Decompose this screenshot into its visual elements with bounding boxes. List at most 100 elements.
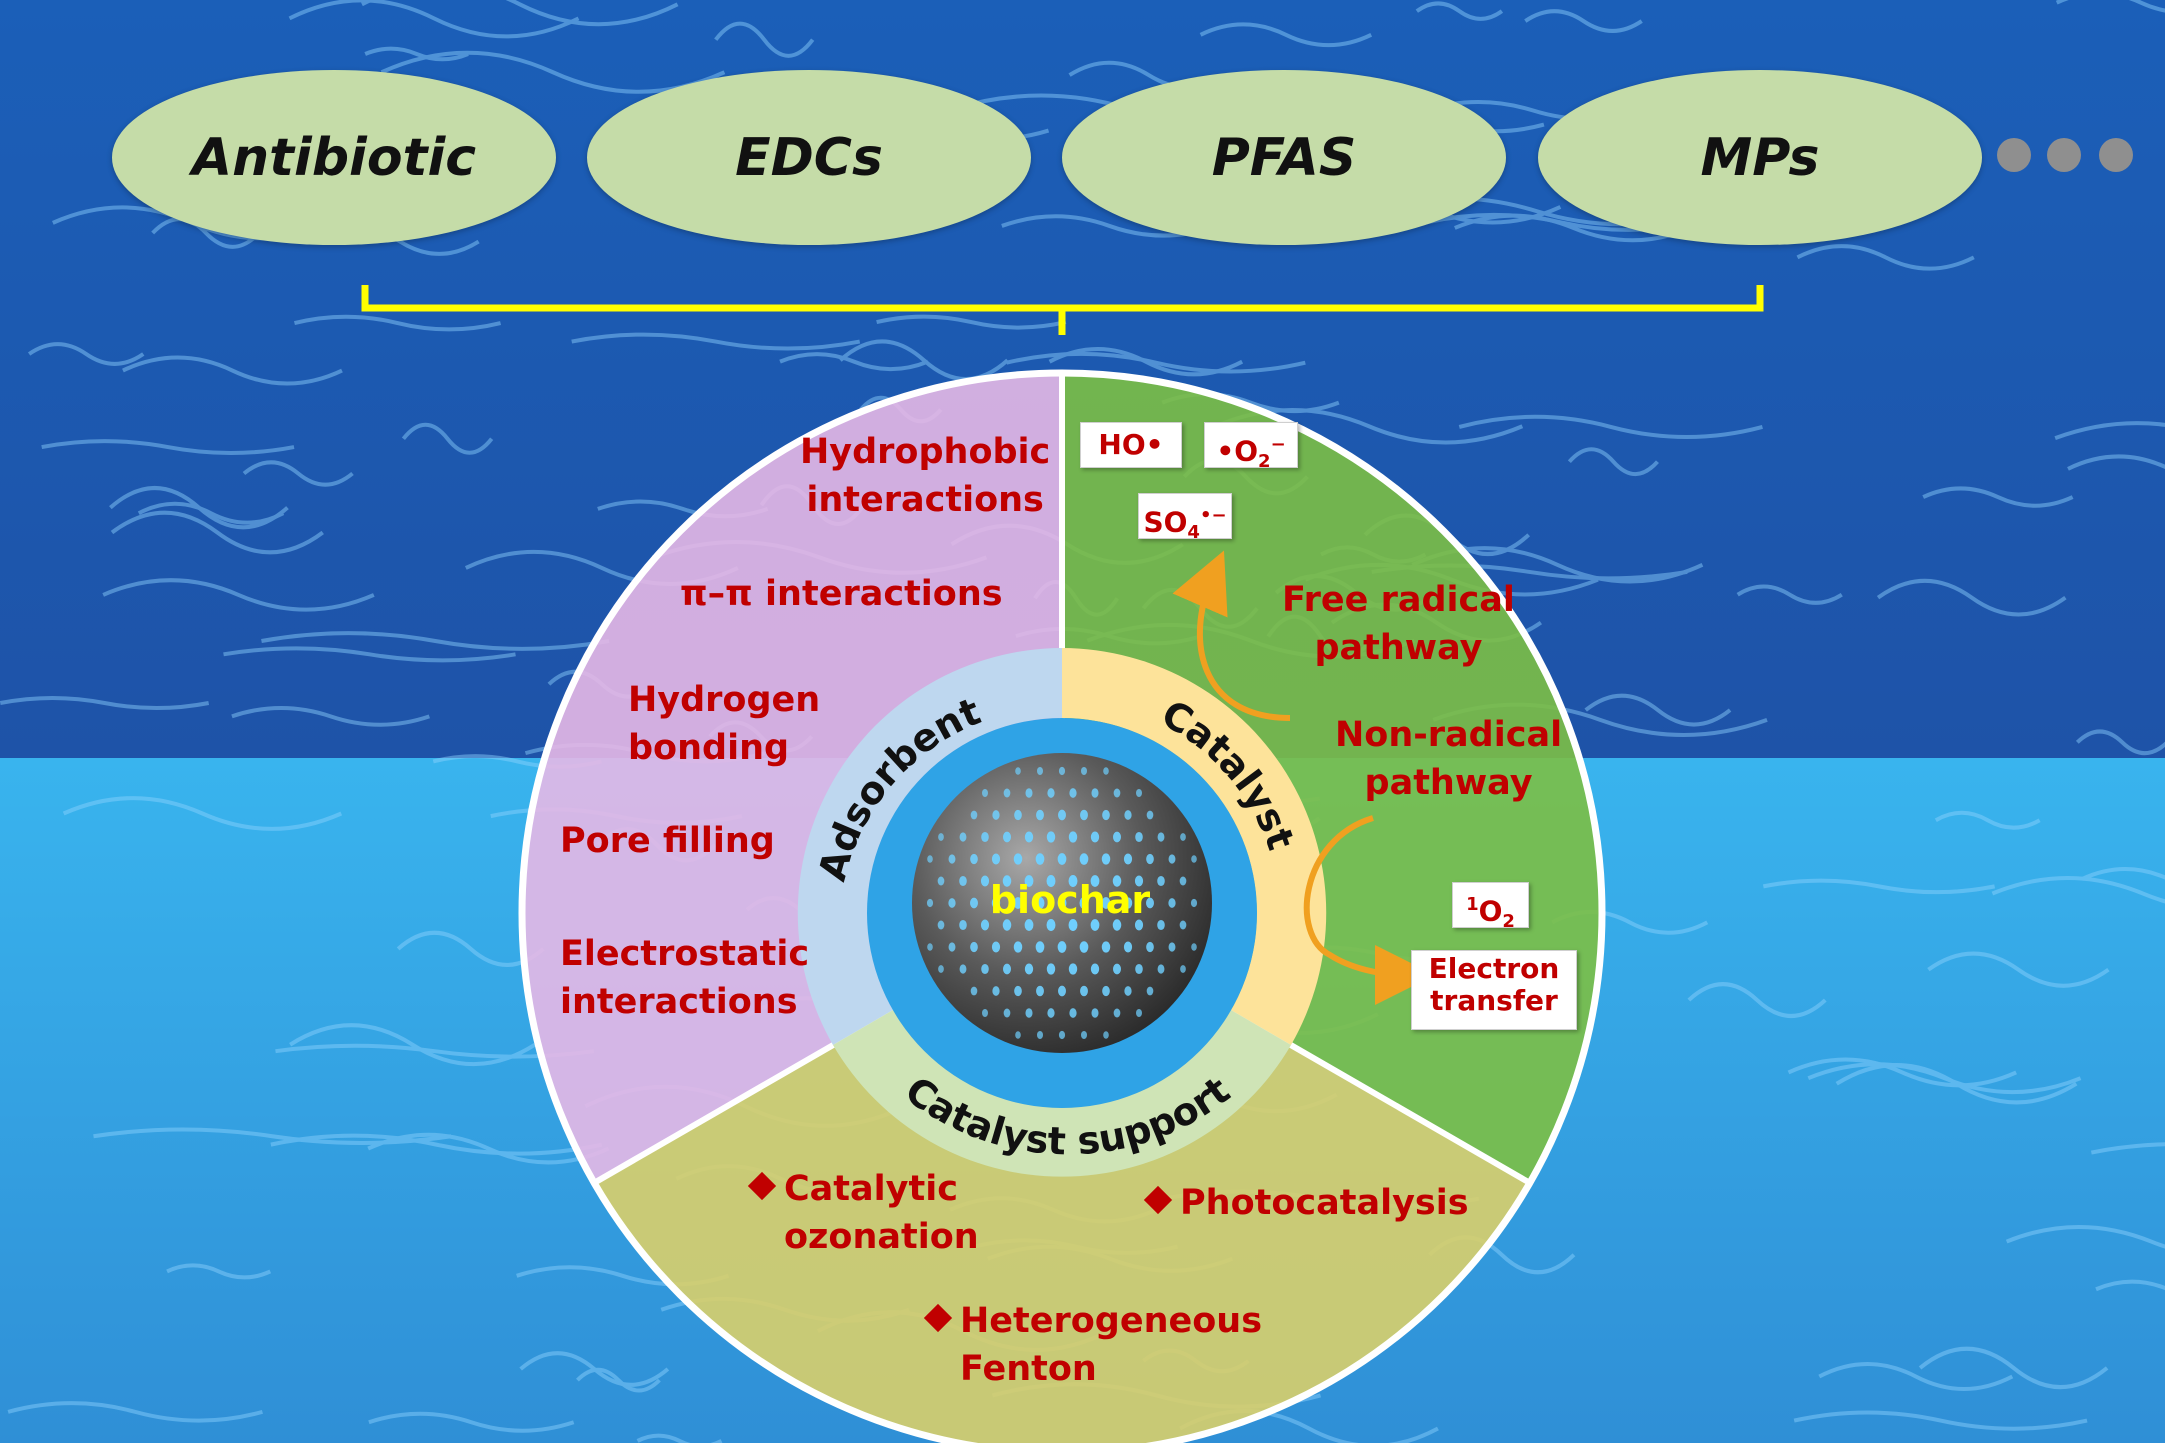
species-sulfate-radical: SO4•− xyxy=(1138,493,1232,543)
biochar-pore xyxy=(1069,788,1077,798)
water-ripple xyxy=(1199,22,1373,48)
biochar-pore xyxy=(1168,854,1176,864)
biochar-pore xyxy=(1134,919,1144,931)
biochar-pore xyxy=(1091,788,1099,798)
biochar-pore xyxy=(991,941,1001,953)
pollutant-mps: MPs xyxy=(1538,70,1982,245)
water-ripple xyxy=(102,578,375,612)
species-superscript: •− xyxy=(1199,505,1227,526)
species-subscript: 4 xyxy=(1187,521,1200,543)
water-ripple xyxy=(7,1401,263,1423)
water-ripple xyxy=(401,422,494,455)
biochar-pore xyxy=(1101,853,1111,865)
biochar-pore xyxy=(980,919,990,931)
biochar-pore xyxy=(1002,919,1012,931)
biochar-pore xyxy=(1157,964,1165,974)
more-dot-icon xyxy=(2047,138,2081,172)
mechanism-hydrophobic: Hydrophobic interactions xyxy=(800,432,1051,520)
species-subscript: 2 xyxy=(1502,910,1515,932)
application-label: Photocatalysis xyxy=(1180,1183,1469,1223)
biochar-pore xyxy=(1058,766,1066,776)
biochar-pore xyxy=(1036,1030,1044,1040)
biochar-pore xyxy=(1015,767,1021,775)
water-ripple xyxy=(576,1367,661,1393)
biochar-pore xyxy=(1135,963,1143,975)
biochar-pore xyxy=(1124,986,1132,996)
biochar-pore xyxy=(981,1008,989,1018)
water-ripple xyxy=(2075,729,2165,756)
biochar-pore xyxy=(1079,853,1089,865)
water-ripple xyxy=(2081,867,2165,881)
water-ripple xyxy=(110,510,324,555)
biochar-pore xyxy=(1002,963,1012,975)
species-superscript: − xyxy=(1270,434,1286,455)
water-ripple xyxy=(137,501,285,525)
water-ripple xyxy=(571,332,861,351)
water-ripple xyxy=(1736,584,1843,605)
water-ripple xyxy=(1584,693,1732,727)
biochar-pore xyxy=(926,898,934,908)
biochar-pore xyxy=(1101,897,1111,909)
biochar-pore xyxy=(970,986,978,996)
biochar-pore xyxy=(1090,963,1100,975)
biochar-pore xyxy=(1134,875,1144,887)
biochar-pore xyxy=(1168,942,1176,952)
biochar-label: biochar xyxy=(989,878,1151,922)
biochar-pore xyxy=(927,943,933,951)
biochar-pore xyxy=(1035,897,1045,909)
biochar-pore xyxy=(959,875,967,887)
inner-ring-catalyst xyxy=(1062,648,1327,1045)
biochar-pore xyxy=(959,964,967,974)
biochar-pore xyxy=(1146,810,1154,820)
water-ripple xyxy=(2067,454,2165,471)
biochar-pore xyxy=(1180,965,1186,973)
water-ripple xyxy=(1934,810,2041,830)
biochar-pore xyxy=(1112,919,1122,931)
water-ripple xyxy=(261,631,610,651)
biochar-pore xyxy=(1103,767,1109,775)
water-ripple xyxy=(361,0,679,27)
biochar-pore xyxy=(1123,897,1133,909)
pollutant-label: EDCs xyxy=(735,127,883,188)
species-singlet-oxygen: 1O2 xyxy=(1452,882,1529,932)
pollutant-pfas: PFAS xyxy=(1062,70,1506,245)
biochar-pore xyxy=(1024,875,1034,887)
water-ripple xyxy=(2005,1225,2165,1249)
biochar-pore xyxy=(1024,963,1034,975)
water-ripple xyxy=(367,1132,610,1165)
application-label: Heterogeneous Fenton xyxy=(960,1301,1263,1389)
biochar-pore xyxy=(1046,875,1056,887)
biochar-pore xyxy=(1079,941,1089,953)
water-ripple xyxy=(231,706,430,727)
biochar-pore xyxy=(1035,853,1045,865)
biochar-pore xyxy=(1101,941,1111,953)
biochar-pore xyxy=(1146,853,1154,865)
biochar-pore xyxy=(970,897,978,909)
biochar-pore xyxy=(1112,831,1122,843)
water-ripple xyxy=(122,355,343,386)
water-ripple xyxy=(293,314,502,332)
inner-ring-adsorbent xyxy=(797,648,1062,1045)
inner-ring-support xyxy=(833,1010,1291,1177)
application-label: Catalytic ozonation xyxy=(784,1169,979,1257)
biochar-pore xyxy=(1080,1030,1088,1040)
biochar-pore xyxy=(1135,1008,1143,1018)
water-ripple xyxy=(62,796,343,831)
biochar-pore xyxy=(1168,898,1176,908)
water-ripple xyxy=(1796,244,1975,271)
pollutant-label: PFAS xyxy=(1211,127,1357,188)
water-ripple xyxy=(41,439,295,455)
water-ripple xyxy=(242,460,354,487)
water-ripple xyxy=(1876,578,2067,617)
biochar-pore xyxy=(1003,1008,1011,1018)
water-ripple xyxy=(2090,1142,2165,1155)
biochar-pore xyxy=(1058,809,1066,821)
biochar-pore xyxy=(1036,985,1044,997)
biochar-pore xyxy=(1046,831,1056,843)
biochar-pore xyxy=(1191,855,1197,863)
species-superoxide: •O2− xyxy=(1204,422,1298,472)
application-heterogeneous-fenton: Heterogeneous Fenton xyxy=(923,1298,1263,1394)
water-ripple xyxy=(779,352,929,372)
arrow-non-radical xyxy=(1303,815,1435,1005)
biochar-pore xyxy=(1024,831,1034,843)
